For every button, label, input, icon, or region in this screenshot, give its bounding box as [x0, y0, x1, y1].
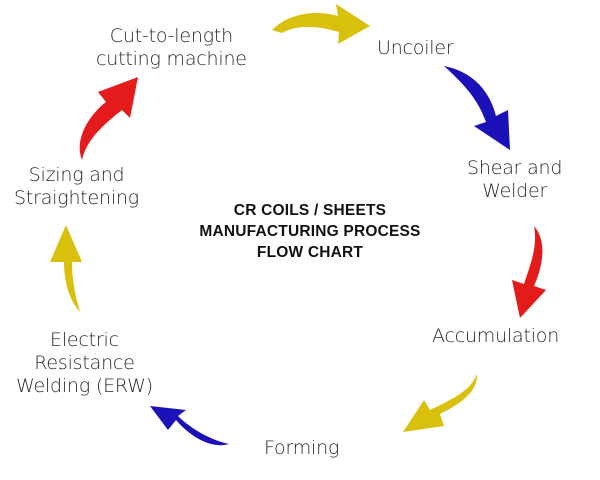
step-label: Accumulation: [432, 325, 560, 347]
arrow-cut-to-uncoiler: [272, 4, 370, 44]
step-cut-to-length: Cut-to-length cutting machine: [96, 25, 247, 71]
step-sizing: Sizing and Straightening: [14, 164, 139, 210]
step-label: Cut-to-length: [109, 25, 233, 47]
arrow-accumulation-to-forming: [403, 374, 478, 432]
title-line: CR COILS / SHEETS: [233, 202, 387, 219]
step-label: Shear and: [467, 157, 563, 179]
arrow-uncoiler-to-shear: [444, 66, 510, 150]
arrow-sizing-to-cut: [79, 77, 138, 160]
step-shear-and-welder: Shear and Welder: [467, 157, 562, 203]
arrow-shear-to-accumulation: [512, 226, 546, 318]
step-erw: Electric Resistance Welding (ERW): [16, 329, 153, 398]
step-label: Resistance: [34, 352, 135, 374]
step-accumulation: Accumulation: [432, 325, 559, 348]
arrow-forming-to-erw: [150, 406, 229, 446]
step-label: Electric: [50, 329, 119, 351]
step-label: Uncoiler: [377, 37, 454, 59]
chart-title: CR COILS / SHEETS MANUFACTURING PROCESS …: [150, 200, 470, 263]
title-line: MANUFACTURING PROCESS: [199, 223, 421, 240]
title-line: FLOW CHART: [256, 244, 364, 261]
step-label: cutting machine: [96, 48, 247, 70]
step-forming: Forming: [264, 437, 339, 460]
arrow-erw-to-sizing: [50, 225, 82, 312]
step-label: Sizing and: [28, 164, 125, 186]
step-label: Welder: [482, 180, 548, 202]
step-uncoiler: Uncoiler: [377, 37, 454, 60]
step-label: Straightening: [14, 187, 139, 209]
step-label: Welding (ERW): [16, 375, 153, 397]
step-label: Forming: [264, 437, 340, 459]
